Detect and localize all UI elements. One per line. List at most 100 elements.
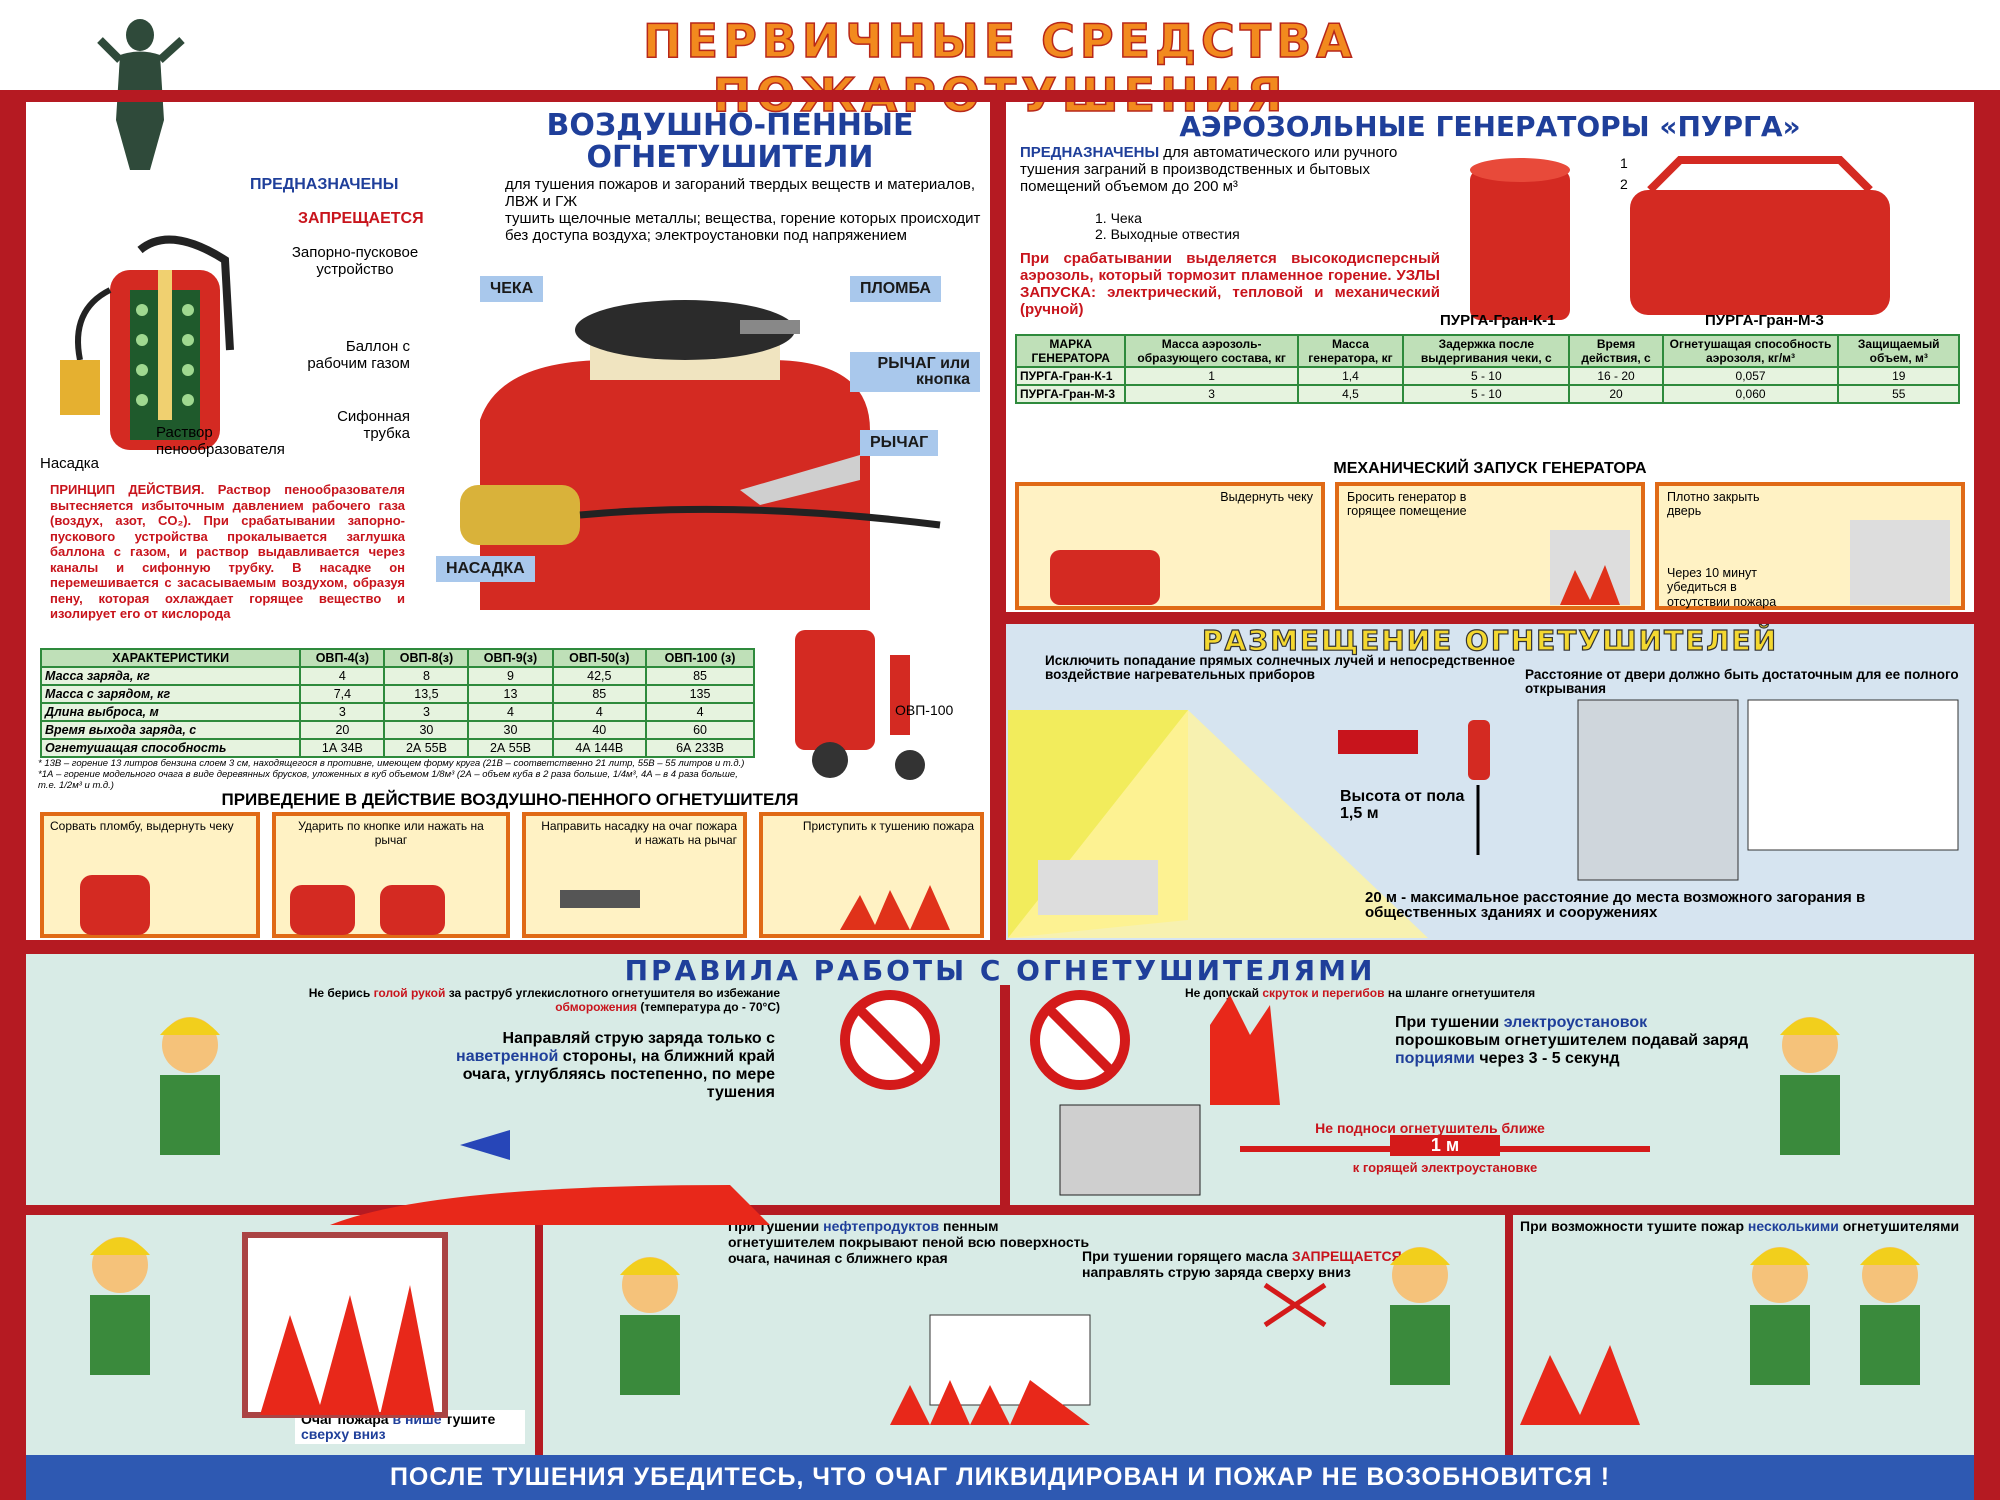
statue-icon: [97, 19, 185, 170]
mech-step-2-text: Бросить генератор в горящее помещение: [1347, 490, 1467, 519]
label-nozzle: Насадка: [40, 455, 100, 472]
rules-divider-h: [26, 1205, 1974, 1215]
purga-cell: 55: [1837, 384, 1960, 404]
foam-cell: 30: [383, 720, 470, 740]
activation-step-2-text: Ударить по кнопке или нажать на рычаг: [298, 819, 484, 847]
purga-header-1: Масса аэрозоль-образующего состава, кг: [1124, 334, 1299, 368]
foam-cell: 3: [383, 702, 470, 722]
foam-cell: 85: [645, 666, 755, 686]
label-balloon: Баллон с рабочим газом: [307, 338, 410, 372]
frame-left: [0, 90, 26, 950]
purga-cell: 20: [1568, 384, 1664, 404]
foam-cell: 40: [551, 720, 648, 740]
label-siphon: Сифонная трубка: [337, 408, 410, 442]
foam-cell: 30: [467, 720, 554, 740]
purga-gen1-label: ПУРГА-Гран-К-1: [1440, 312, 1556, 329]
purga-item-2: 2. Выходные отвестия: [1095, 226, 1240, 242]
callout-nozzle: НАСАДКА: [436, 556, 535, 582]
distance-label: 1 м: [1390, 1135, 1500, 1156]
activation-step-4: Приступить к тушению пожара: [759, 812, 984, 938]
principle-label: ПРИНЦИП ДЕЙСТВИЯ.: [50, 482, 205, 497]
purga-cell: 5 - 10: [1402, 384, 1571, 404]
purga-title: АЭРОЗОЛЬНЫЕ ГЕНЕРАТОРЫ «ПУРГА»: [1179, 110, 1801, 143]
foam-cell: 60: [645, 720, 755, 740]
foam-cell: Огнетушащая способность: [39, 738, 302, 758]
placement-note-2: Расстояние от двери должно быть достаточ…: [1525, 667, 1959, 696]
foam-cell: Время выхода заряда, с: [39, 720, 302, 740]
purga-red-text: При срабатывании выделяется высокодиспер…: [1020, 250, 1440, 318]
purga-header-6: Защищаемый объем, м³: [1837, 334, 1960, 368]
foam-header-2: ОВП-8(з): [383, 648, 470, 668]
foam-cell: 20: [299, 720, 386, 740]
foam-cell: Длина выброса, м: [39, 702, 302, 722]
purga-cell: ПУРГА-Гран-М-3: [1014, 384, 1127, 404]
purga-cell: 19: [1837, 366, 1960, 386]
purga-cell: 3: [1124, 384, 1299, 404]
activation-step-3: Направить насадку на очаг пожара и нажат…: [522, 812, 747, 938]
purga-cell: 1: [1124, 366, 1299, 386]
purga-gen2-label: ПУРГА-Гран-М-3: [1705, 312, 1824, 329]
foam-cell: 4: [551, 702, 648, 722]
foam-header-3: ОВП-9(з): [467, 648, 554, 668]
purga-purpose-label: ПРЕДНАЗНАЧЕНЫ: [1020, 144, 1160, 161]
foam-cell: 13: [467, 684, 554, 704]
extinguisher-cutaway-icon: [60, 235, 234, 450]
mech-title: МЕХАНИЧЕСКИЙ ЗАПУСК ГЕНЕРАТОРА: [1333, 460, 1647, 477]
mech-illustrations-icon: [1050, 520, 1950, 605]
purga-header-5: Огнетушащая способность аэрозоля, кг/м³: [1661, 334, 1840, 368]
purga-cell: 16 - 20: [1568, 366, 1664, 386]
foam-header-4: ОВП-50(з): [551, 648, 648, 668]
callout-pin: ЧЕКА: [480, 276, 544, 302]
foam-cell: 6А 233В: [645, 738, 755, 758]
purga-purpose: ПРЕДНАЗНАЧЕНЫ для автоматического или ру…: [1020, 144, 1440, 195]
foam-header-5: ОВП-100 (з): [645, 648, 755, 668]
mech-step-1-text: Выдернуть чеку: [1220, 490, 1313, 504]
distance-arrow: 1 м: [1240, 1135, 1650, 1160]
placement-note-1: Исключить попадание прямых солнечных луч…: [1045, 653, 1516, 682]
purga-cell: 0,060: [1661, 384, 1840, 404]
mech-note: Через 10 минут убедиться в отсутствии по…: [1667, 566, 1777, 609]
rule-4: При тушении электроустановок порошковым …: [1395, 1014, 1749, 1067]
rules-divider-v: [1000, 985, 1010, 1207]
rule-5c: к горящей электроустановке: [1352, 1160, 1538, 1175]
purga-purpose-text: для автоматического или ручного тушения …: [1020, 144, 1398, 195]
foam-cell: 7,4: [299, 684, 386, 704]
foam-cell: 13,5: [383, 684, 470, 704]
purga-cell: 0,057: [1661, 366, 1840, 386]
foam-cell: Масса с зарядом, кг: [39, 684, 302, 704]
frame-rules-top: [0, 940, 2000, 954]
purga-header-2: Масса генератора, кг: [1296, 334, 1405, 368]
principle-block: ПРИНЦИП ДЕЙСТВИЯ. Раствор пенообразовате…: [50, 482, 405, 622]
activation-step-3-text: Направить насадку на очаг пожара и нажат…: [541, 819, 737, 847]
foam-cell: 9: [467, 666, 554, 686]
foam-cell: 3: [299, 702, 386, 722]
rules-illustrations-icon: [90, 990, 1920, 1425]
rule-8: При тушении горящего масла ЗАПРЕЩАЕТСЯ н…: [1082, 1248, 1402, 1280]
foam-cell: 85: [551, 684, 648, 704]
foam-header-1: ОВП-4(з): [299, 648, 386, 668]
foam-cell: 135: [645, 684, 755, 704]
footnote: * 13В – горение 13 литров бензина слоем …: [38, 758, 745, 791]
callout-lever: РЫЧАГ: [860, 430, 939, 456]
purpose-text: для тушения пожаров и загораний твердых …: [505, 176, 976, 210]
frame-left-lower: [0, 954, 26, 1500]
rule-2: Направляй струю заряда только с наветрен…: [456, 1030, 775, 1101]
label-solution: Раствор пенообразователя: [156, 424, 285, 458]
forbid-label: ЗАПРЕЩАЕТСЯ: [298, 210, 424, 227]
principle-text: Раствор пенообразователя вытесняется изб…: [50, 482, 405, 621]
placement-height: Высота от пола 1,5 м: [1340, 788, 1465, 822]
activation-step-1-text: Сорвать пломбу, выдернуть чеку: [50, 819, 234, 833]
mech-step-3-text: Плотно закрыть дверь: [1667, 490, 1760, 519]
purga-num-2: 2: [1620, 176, 1628, 192]
foam-cell: 1А 34В: [299, 738, 386, 758]
worker-icon: [160, 1017, 220, 1155]
callout-seal: ПЛОМБА: [850, 276, 941, 302]
foam-cell: 8: [383, 666, 470, 686]
